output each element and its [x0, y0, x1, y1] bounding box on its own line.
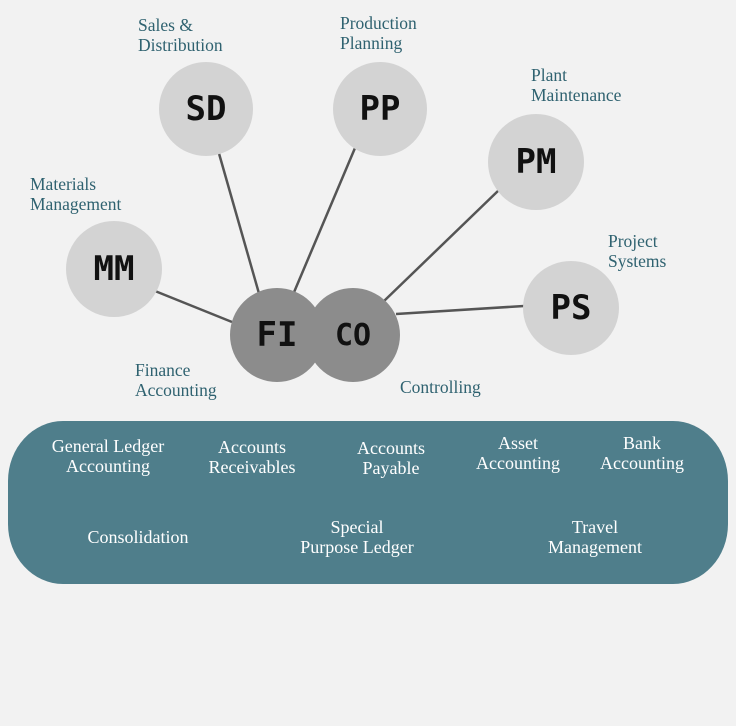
- module-node-sd: SD: [159, 62, 253, 156]
- module-node-mm: MM: [66, 221, 162, 317]
- module-node-ps: PS: [523, 261, 619, 355]
- fi-component-consolidation: Consolidation: [87, 527, 189, 547]
- module-code-pm: PM: [515, 142, 557, 182]
- module-code-co: CO: [334, 317, 372, 353]
- module-label-ps: Project Systems: [608, 231, 667, 271]
- fi-component-accounts-payable: Accounts Payable: [357, 438, 425, 478]
- fi-component-asset-accounting: Asset Accounting: [476, 433, 560, 473]
- connector-sd-fi: [216, 149, 262, 298]
- fi-component-general-ledger: General Ledger Accounting: [51, 436, 165, 476]
- module-node-pp: PP: [333, 62, 427, 156]
- connector-mm-fi: [154, 289, 233, 324]
- module-code-ps: PS: [550, 288, 592, 328]
- fi-component-bank-accounting: Bank Accounting: [600, 433, 684, 473]
- module-node-co: CO: [306, 288, 400, 382]
- module-label-pm: Plant Maintenance: [531, 65, 622, 105]
- fi-component-accounts-receivables: Accounts Receivables: [208, 437, 296, 477]
- module-node-pm: PM: [488, 114, 584, 210]
- module-code-pp: PP: [359, 89, 401, 129]
- module-label-pp: Production Planning: [340, 13, 417, 53]
- fi-component-travel-management: Travel Management: [548, 517, 642, 557]
- connector-ps-co: [395, 304, 525, 316]
- module-label-mm: Materials Management: [30, 174, 122, 214]
- module-label-sd: Sales & Distribution: [138, 15, 223, 55]
- connector-pm-co: [382, 188, 501, 303]
- module-code-sd: SD: [185, 89, 227, 129]
- module-label-fi: Finance Accounting: [135, 360, 217, 400]
- fi-components-panel: [8, 421, 728, 584]
- module-code-mm: MM: [93, 249, 135, 289]
- module-label-co: Controlling: [400, 377, 481, 397]
- module-node-fi: FI: [230, 288, 324, 382]
- fi-component-special-purpose-ledger: Special Purpose Ledger: [300, 517, 414, 557]
- connector-pp-fi: [290, 147, 357, 298]
- module-code-fi: FI: [256, 315, 298, 355]
